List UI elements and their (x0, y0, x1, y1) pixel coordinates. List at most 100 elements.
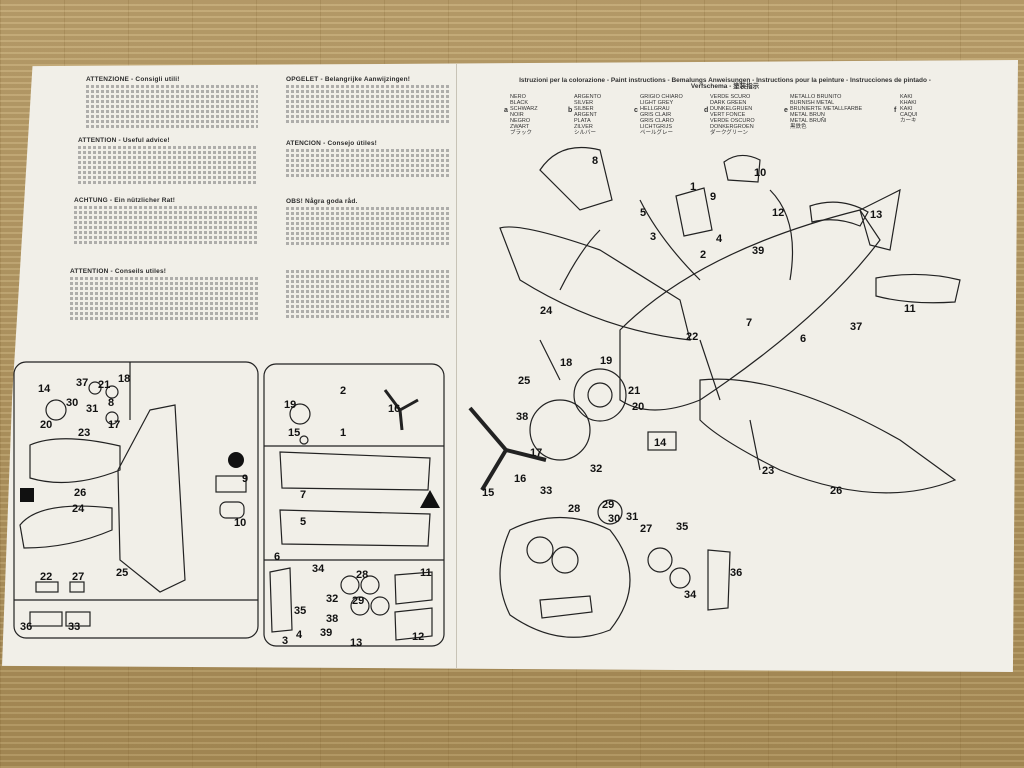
color-name: DUNKELGRUEN (710, 106, 753, 112)
color-name: ZWART (510, 124, 530, 130)
part-fuselage-half (279, 451, 431, 491)
color-name: カーキ (900, 118, 917, 124)
part-panel (394, 571, 433, 605)
part-number: 16 (388, 403, 400, 415)
color-name: LIGHT GREY (640, 100, 674, 106)
part-number: 20 (40, 419, 52, 431)
part-label: 9 (710, 191, 716, 203)
part-label: 23 (762, 465, 774, 477)
part-engine (45, 399, 67, 421)
part-tailplane (875, 273, 961, 304)
part-fuselage-a (117, 404, 186, 593)
color-name: SILBER (574, 106, 594, 112)
text-lines (86, 85, 258, 128)
part-small (65, 611, 91, 627)
part-label: 28 (568, 503, 580, 515)
part-number: 9 (242, 473, 248, 485)
part-round (289, 403, 311, 425)
section-heading: OBS! Några goda råd. (286, 198, 358, 205)
color-name: METAL BRUN (790, 112, 825, 118)
part-number: 5 (300, 516, 306, 528)
section-heading: ATTENTION - Useful advice! (78, 137, 170, 144)
part-label: 36 (730, 567, 742, 579)
color-name: METALLO BRUNITO (790, 94, 842, 100)
part-gear-door (707, 549, 731, 611)
part-label: 6 (800, 333, 806, 345)
part-number: 17 (108, 419, 120, 431)
part-number: 23 (78, 427, 90, 439)
part-label: 35 (676, 521, 688, 533)
part-number: 39 (320, 627, 332, 639)
advice-en: ATTENTION - Useful advice! (78, 137, 258, 186)
part-wheel (340, 575, 360, 595)
part-number: 30 (66, 397, 78, 409)
part-number: 28 (356, 569, 368, 581)
part-propeller (468, 406, 547, 492)
part-label: 11 (904, 303, 916, 315)
text-lines (286, 149, 450, 177)
part-wheel (597, 499, 623, 525)
part-label: 37 (850, 321, 862, 333)
part-wing-upper-left (499, 226, 691, 341)
part-label: 21 (628, 385, 640, 397)
color-name: KAKI (900, 94, 913, 100)
part-number: 8 (108, 397, 114, 409)
text-lines (286, 270, 450, 318)
part-label: 26 (830, 485, 842, 497)
color-name: BURNISH METAL (790, 100, 835, 106)
part-number: 38 (326, 613, 338, 625)
color-b: b ARGENTO SILVER SILBER ARGENT PLATA ZIL… (568, 94, 644, 136)
sprue-frame-a (13, 361, 259, 639)
part-label: 10 (754, 167, 766, 179)
part-number: 6 (274, 551, 280, 563)
part-small (29, 611, 63, 627)
part-label: 16 (514, 473, 526, 485)
part-label: 32 (590, 463, 602, 475)
part-label: 19 (600, 355, 612, 367)
color-letter: b (568, 107, 573, 114)
color-letter: d (704, 107, 709, 114)
section-heading: ATTENZIONE - Consigli utili! (86, 76, 180, 83)
part-label: 17 (530, 447, 542, 459)
part-number: 14 (38, 383, 51, 395)
part-panel (394, 607, 433, 641)
section-heading: ACHTUNG - Ein nützlicher Rat! (74, 197, 176, 204)
color-name: シルバー (574, 130, 597, 136)
color-name: ARGENTO (574, 94, 602, 100)
text-lines (70, 277, 260, 320)
part-label: 7 (746, 317, 752, 329)
color-name: BRUNIERTE METALLFARBE (790, 106, 863, 112)
part-engine (573, 368, 627, 422)
part-label: 3 (650, 231, 656, 243)
part-wheel (551, 546, 579, 574)
part-label: 38 (516, 411, 528, 423)
part-number: 7 (300, 489, 306, 501)
part-number: 15 (288, 427, 300, 439)
part-strut (269, 567, 293, 633)
color-name: GRIS CLARO (640, 118, 674, 124)
part-label: 22 (686, 331, 698, 343)
part-cowling (529, 399, 591, 461)
color-name: CAQUI (900, 112, 918, 118)
part-label: 18 (560, 357, 572, 369)
part-number: 12 (412, 631, 424, 643)
part-label: 8 (592, 155, 598, 167)
part-number: 2 (340, 385, 346, 397)
part-number: 36 (20, 621, 32, 633)
part-round (105, 411, 119, 425)
color-name: DONKERGROEN (710, 124, 754, 130)
part-tail-fin (859, 188, 901, 251)
advice-nl: OPGELET - Belangrijke Aanwijzingen! (286, 76, 450, 125)
part-number: 21 (98, 379, 110, 391)
text-lines (78, 146, 258, 184)
part-label: 15 (482, 487, 494, 499)
marker-square-icon (20, 488, 34, 502)
color-name: NEGRO (510, 118, 531, 124)
section-heading: ATENCION - Consejo útiles! (286, 140, 378, 147)
part-wheel (370, 596, 390, 616)
part-wheel (360, 575, 380, 595)
part-round (105, 385, 119, 399)
part-wheel (669, 567, 691, 589)
part-number: 3 (282, 635, 288, 647)
color-name: VERDE OSCURO (710, 118, 755, 124)
